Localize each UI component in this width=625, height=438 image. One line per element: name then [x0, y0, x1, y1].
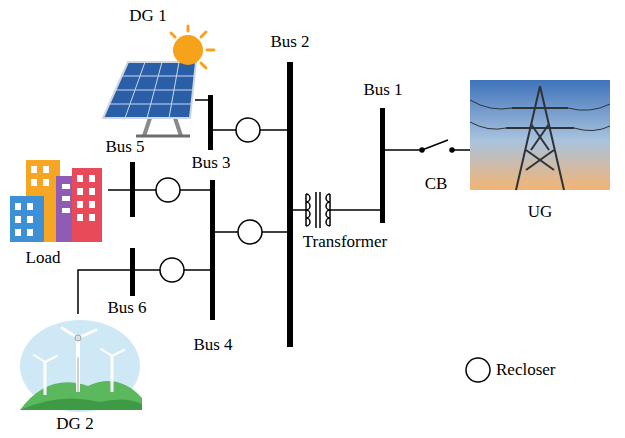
bus-bar: Bus 1 — [380, 108, 385, 223]
sun — [171, 26, 214, 68]
component-label: CB — [425, 174, 448, 194]
component-label: Bus 5 — [105, 137, 144, 157]
transformer-symbol — [297, 192, 339, 228]
recloser-symbol — [156, 118, 262, 282]
power-line — [293, 209, 297, 211]
legend-swatch — [464, 356, 492, 384]
power-line — [108, 189, 130, 191]
generator-box: DG 2 — [18, 314, 143, 410]
breaker-switch — [415, 140, 457, 152]
component-label: Transformer — [303, 232, 387, 252]
component-label: Bus 1 — [363, 80, 402, 100]
bus-bar: Bus 2 — [287, 62, 293, 347]
component-label: Load — [26, 248, 61, 268]
legend-label: Recloser — [496, 360, 555, 380]
component-label: UG — [528, 202, 553, 222]
load-box: Load — [8, 150, 108, 245]
component-label: DG 1 — [129, 6, 166, 26]
bus-bar: Bus 6 — [130, 248, 135, 296]
component-label: Bus 4 — [193, 335, 232, 355]
wind-farm — [20, 320, 142, 412]
power-line — [195, 99, 208, 101]
component-label: Bus 3 — [191, 153, 230, 173]
bus-bar: Bus 3 — [208, 95, 213, 150]
breaker-box: CB — [415, 136, 457, 162]
component-label: Bus 2 — [270, 32, 309, 52]
power-line — [78, 270, 130, 314]
power-line — [339, 209, 380, 211]
load-buildings — [10, 160, 102, 242]
power-line — [385, 149, 415, 151]
generator-box: DG 1 — [95, 28, 195, 138]
power-line — [457, 149, 470, 151]
component-label: DG 2 — [56, 414, 93, 434]
transformer-box: Transformer — [297, 192, 339, 228]
utility-grid-picture — [470, 80, 610, 190]
grid-box: UG — [470, 80, 610, 190]
bus-bar: Bus 4 — [210, 180, 215, 320]
solar-panel — [103, 62, 196, 136]
component-label: Bus 6 — [107, 298, 146, 318]
bus-bar: Bus 5 — [130, 162, 135, 217]
